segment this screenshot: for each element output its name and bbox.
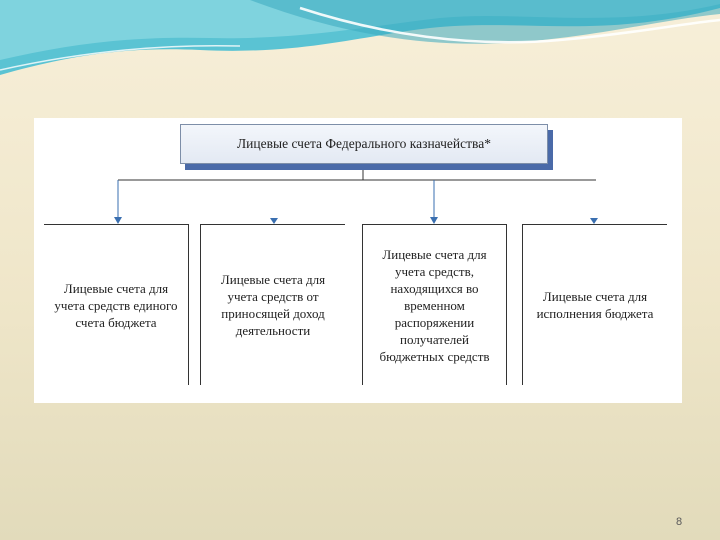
child-node-2-label: Лицевые счета для учета средств от прино…	[220, 272, 326, 338]
child-node-1: Лицевые счета для учета средств единого …	[44, 224, 189, 385]
org-diagram: Лицевые счета Федерального казначейства*…	[34, 118, 682, 403]
child-node-1-label: Лицевые счета для учета средств единого …	[54, 280, 178, 330]
decorative-wave-header	[0, 0, 720, 75]
child-node-4-label: Лицевые счета для исполнения бюджета	[536, 289, 654, 321]
root-node-label: Лицевые счета Федерального казначейства*	[237, 136, 491, 151]
child-node-4: Лицевые счета для исполнения бюджета	[522, 224, 667, 385]
child-node-2: Лицевые счета для учета средств от прино…	[200, 224, 345, 385]
child-node-3: Лицевые счета для учета средств, находящ…	[362, 224, 507, 385]
child-node-3-label: Лицевые счета для учета средств, находящ…	[379, 246, 490, 364]
diagram-connectors	[114, 162, 598, 224]
root-node: Лицевые счета Федерального казначейства*	[180, 124, 548, 164]
page-number: 8	[676, 516, 683, 528]
